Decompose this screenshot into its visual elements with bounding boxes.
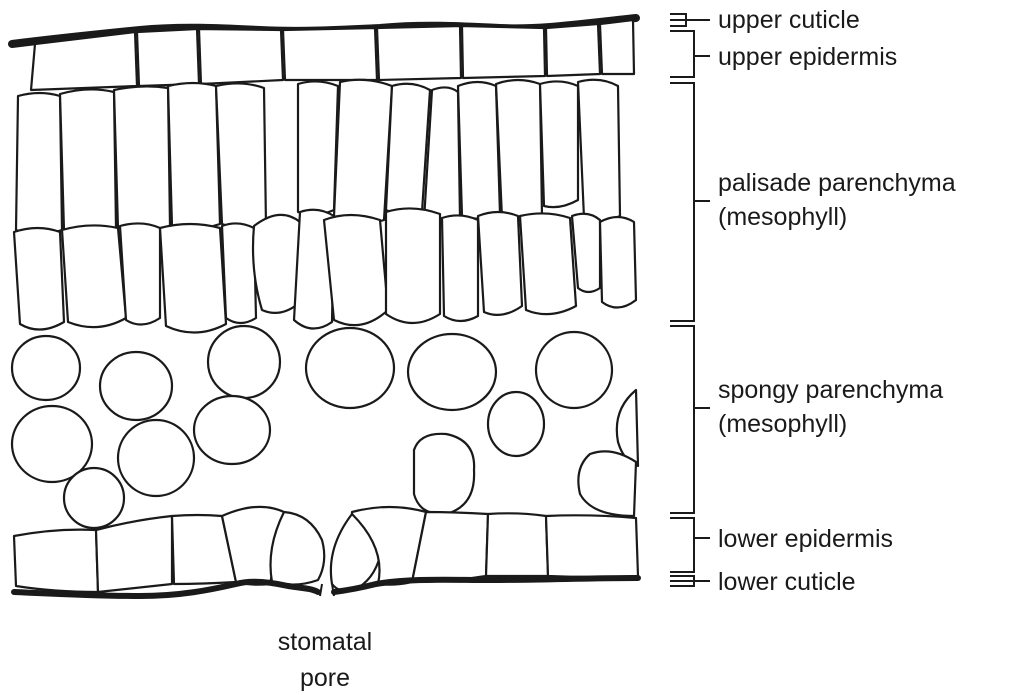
label-brackets (670, 14, 710, 586)
upper-epidermis-cell (283, 28, 377, 80)
palisade-cell (324, 215, 388, 325)
lower-epidermis-cell (96, 516, 172, 592)
lower-epidermis-cell (412, 512, 488, 582)
spongy-cell (488, 392, 544, 456)
label-stomatal-line1: stomatal (278, 628, 372, 656)
palisade-cell (386, 208, 440, 323)
palisade-cell (216, 83, 266, 228)
lower-epidermis-bracket (670, 518, 710, 572)
palisade-cell (62, 225, 126, 327)
palisade-cell (114, 86, 170, 230)
upper-epidermis-cell (600, 20, 634, 74)
palisade-cell (478, 212, 522, 315)
palisade-cell (442, 215, 478, 321)
upper-epidermis-cell (462, 26, 545, 78)
palisade-cell (120, 223, 160, 324)
palisade-bracket (670, 83, 710, 321)
palisade-cell (16, 93, 62, 234)
spongy-cell (12, 336, 80, 400)
spongy-cell (194, 396, 270, 464)
lower-epidermis-cell (14, 530, 98, 592)
palisade-cell (60, 89, 116, 232)
label-palisade-line1: palisade parenchyma (718, 169, 956, 197)
palisade-cell (222, 223, 256, 323)
spongy-parenchyma-cells (12, 326, 638, 528)
lower-epidermis-cell (486, 513, 548, 576)
palisade-cell (540, 81, 578, 207)
label-upper-epidermis: upper epidermis (718, 43, 897, 71)
label-spongy-line2: (mesophyll) (718, 410, 847, 438)
upper-epidermis-bracket (670, 31, 710, 77)
spongy-cell (578, 451, 636, 516)
spongy-cell (536, 332, 612, 408)
lower-cuticle-bracket (670, 576, 710, 586)
upper-epidermis-cell (137, 29, 199, 86)
palisade-cell (520, 213, 576, 314)
spongy-cell (306, 328, 394, 408)
palisade-lower-row (14, 208, 636, 332)
palisade-cell (458, 82, 500, 219)
palisade-cell (298, 81, 338, 214)
label-lower-epidermis: lower epidermis (718, 525, 893, 553)
palisade-cell (160, 224, 226, 333)
upper-epidermis-cell (546, 24, 600, 76)
palisade-cell (168, 83, 220, 229)
label-palisade-line2: (mesophyll) (718, 203, 847, 231)
upper-cuticle-bracket (670, 14, 710, 26)
palisade-cell (496, 80, 542, 221)
spongy-cell (118, 420, 194, 496)
upper-epidermis-cell (377, 26, 461, 80)
label-stomatal-line2: pore (300, 664, 350, 692)
label-upper-cuticle: upper cuticle (718, 6, 860, 34)
palisade-cell (334, 80, 392, 223)
label-lower-cuticle: lower cuticle (718, 568, 856, 596)
palisade-cell (14, 228, 64, 330)
spongy-cell (100, 352, 172, 420)
spongy-cell (414, 434, 474, 514)
palisade-cell (600, 217, 636, 308)
guard-cell (271, 512, 325, 585)
palisade-cell (572, 214, 600, 292)
palisade-cell (386, 84, 430, 215)
spongy-cell (208, 326, 280, 398)
label-spongy-line1: spongy parenchyma (718, 376, 943, 404)
lower-epidermis-cell (546, 515, 638, 577)
spongy-cell (64, 468, 124, 528)
spongy-cell (408, 334, 496, 410)
palisade-cell (578, 80, 620, 222)
spongy-bracket (670, 326, 710, 513)
upper-epidermis-cell (199, 29, 283, 84)
